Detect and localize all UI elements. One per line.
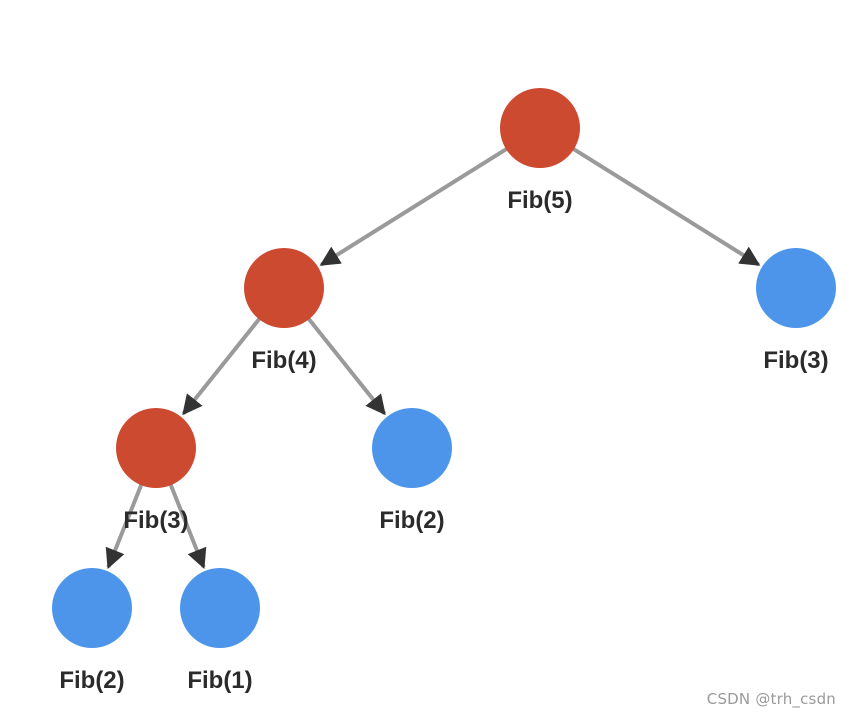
node-circle-visited xyxy=(116,408,196,488)
edge-n3-to-n1 xyxy=(168,482,207,570)
edge-n4-to-n2r xyxy=(306,316,387,416)
node-circle-memoized xyxy=(52,568,132,648)
node-label: Fib(2) xyxy=(59,667,124,694)
tree-node: Fib(4) xyxy=(244,248,324,374)
node-label: Fib(1) xyxy=(187,667,252,694)
tree-node: Fib(2) xyxy=(372,408,452,534)
node-label: Fib(3) xyxy=(763,347,828,374)
tree-node: Fib(3) xyxy=(116,408,196,534)
node-circle-visited xyxy=(500,88,580,168)
tree-node: Fib(1) xyxy=(180,568,260,694)
node-label: Fib(3) xyxy=(123,507,188,534)
watermark: CSDN @trh_csdn xyxy=(706,690,836,708)
node-label: Fib(2) xyxy=(379,507,444,534)
nodes-layer: Fib(5) Fib(4) Fib(3) Fib(3) Fib(2) Fib(2) Fib(… xyxy=(52,88,836,694)
edge-n3-to-n2 xyxy=(105,482,144,570)
node-circle-memoized xyxy=(372,408,452,488)
tree-node: Fib(2) xyxy=(52,568,132,694)
tree-node: Fib(5) xyxy=(500,88,580,214)
node-circle-visited xyxy=(244,248,324,328)
edge-n5-to-n4 xyxy=(319,146,509,267)
node-label: Fib(4) xyxy=(251,347,316,374)
tree-node: Fib(3) xyxy=(756,248,836,374)
node-label: Fib(5) xyxy=(507,187,572,214)
node-circle-memoized xyxy=(180,568,260,648)
edges-layer xyxy=(105,146,761,570)
edge-n5-to-n3r xyxy=(571,146,761,267)
node-circle-memoized xyxy=(756,248,836,328)
edge-n4-to-n3 xyxy=(181,316,262,416)
